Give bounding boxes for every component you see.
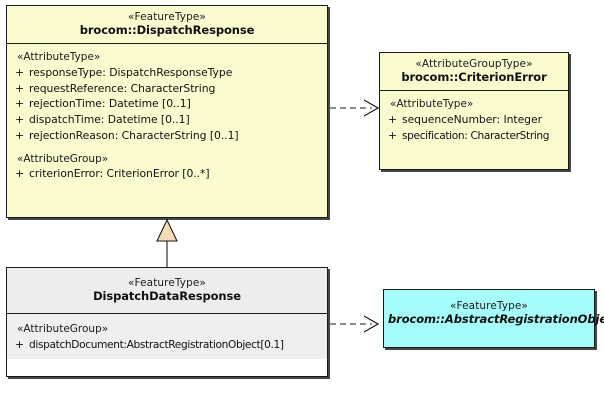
class-header-dispatch-response: «FeatureType» brocom::DispatchResponse bbox=[7, 6, 327, 43]
class-name: brocom::CriterionError bbox=[401, 70, 547, 85]
attribute-text: dispatchTime: Datetime [0..1] bbox=[29, 113, 190, 127]
attribute-visibility: + bbox=[15, 81, 25, 95]
class-body-dispatch-data-response: «AttributeGroup» + dispatchDocument:Abst… bbox=[7, 313, 327, 359]
attribute-row[interactable]: + rejectionReason: CharacterString [0..1… bbox=[7, 129, 327, 145]
class-stereotype: «FeatureType» bbox=[128, 11, 206, 23]
compartment-group-label: «AttributeType» bbox=[17, 50, 101, 63]
compartment-group-label: «AttributeGroup» bbox=[17, 152, 109, 165]
attribute-visibility: + bbox=[15, 113, 25, 127]
class-name: brocom::DispatchResponse bbox=[79, 23, 255, 38]
class-header-criterion-error: «AttributeGroupType» brocom::CriterionEr… bbox=[380, 53, 568, 90]
attribute-visibility: + bbox=[15, 65, 25, 79]
dependency-dispatchresponse-criterionerror bbox=[330, 99, 380, 117]
class-name: brocom::AbstractRegistrationObject bbox=[388, 312, 604, 327]
attribute-visibility: + bbox=[15, 129, 25, 143]
generalization-dispatchdataresponse-dispatchresponse bbox=[156, 218, 178, 268]
compartment-group-label: «AttributeType» bbox=[390, 97, 474, 110]
attribute-row[interactable]: + requestReference: CharacterString bbox=[7, 81, 327, 97]
class-header-dispatch-data-response: «FeatureType» DispatchDataResponse bbox=[7, 268, 327, 313]
attribute-visibility: + bbox=[15, 167, 25, 181]
class-stereotype: «FeatureType» bbox=[450, 300, 528, 312]
class-stereotype: «AttributeGroupType» bbox=[415, 58, 533, 70]
header-divider bbox=[7, 42, 327, 44]
class-box-dispatch-data-response[interactable]: «FeatureType» DispatchDataResponse «Attr… bbox=[6, 267, 328, 377]
attribute-text: specification: CharacterString bbox=[402, 129, 550, 142]
header-divider bbox=[380, 89, 568, 91]
attribute-row[interactable]: + dispatchDocument:AbstractRegistrationO… bbox=[7, 337, 327, 353]
attribute-visibility: + bbox=[388, 128, 398, 142]
attribute-row[interactable]: + rejectionTime: Datetime [0..1] bbox=[7, 97, 327, 113]
open-arrowhead bbox=[363, 315, 380, 333]
attribute-text: dispatchDocument:AbstractRegistrationObj… bbox=[29, 338, 284, 351]
attribute-text: sequenceNumber: Integer bbox=[402, 112, 542, 126]
attribute-row[interactable]: + responseType: DispatchResponseType bbox=[7, 65, 327, 81]
class-stereotype: «FeatureType» bbox=[128, 277, 206, 289]
attribute-visibility: + bbox=[388, 112, 398, 126]
class-name: DispatchDataResponse bbox=[93, 289, 241, 304]
attribute-row[interactable]: + specification: CharacterString bbox=[380, 128, 568, 144]
attribute-text: responseType: DispatchResponseType bbox=[29, 65, 233, 79]
class-box-dispatch-response[interactable]: «FeatureType» brocom::DispatchResponse «… bbox=[6, 5, 328, 218]
class-box-abstract-registration-object[interactable]: «FeatureType» brocom::AbstractRegistrati… bbox=[383, 289, 604, 348]
attribute-text: rejectionReason: CharacterString [0..1] bbox=[29, 129, 239, 143]
open-arrowhead bbox=[363, 99, 380, 117]
class-body-criterion-error: «AttributeType» + sequenceNumber: Intege… bbox=[380, 90, 568, 150]
attribute-row[interactable]: + criterionError: CriterionError [0..*] bbox=[7, 167, 327, 183]
attribute-text: rejectionTime: Datetime [0..1] bbox=[29, 97, 191, 111]
attribute-text: requestReference: CharacterString bbox=[29, 81, 216, 95]
hollow-triangle-arrowhead bbox=[156, 218, 178, 242]
attribute-row[interactable]: + sequenceNumber: Integer bbox=[380, 112, 568, 128]
compartment-group-label: «AttributeGroup» bbox=[17, 322, 109, 335]
attribute-visibility: + bbox=[15, 337, 25, 351]
class-header-abstract-registration-object: «FeatureType» brocom::AbstractRegistrati… bbox=[384, 290, 604, 332]
attribute-visibility: + bbox=[15, 97, 25, 111]
attribute-row[interactable]: + dispatchTime: Datetime [0..1] bbox=[7, 113, 327, 129]
header-divider bbox=[7, 312, 327, 314]
attribute-text: criterionError: CriterionError [0..*] bbox=[29, 167, 210, 181]
class-box-criterion-error[interactable]: «AttributeGroupType» brocom::CriterionEr… bbox=[379, 52, 569, 170]
class-body-dispatch-response: «AttributeType» + responseType: Dispatch… bbox=[7, 43, 327, 189]
dependency-dispatchdataresponse-abstractregistrationobject bbox=[330, 315, 380, 333]
